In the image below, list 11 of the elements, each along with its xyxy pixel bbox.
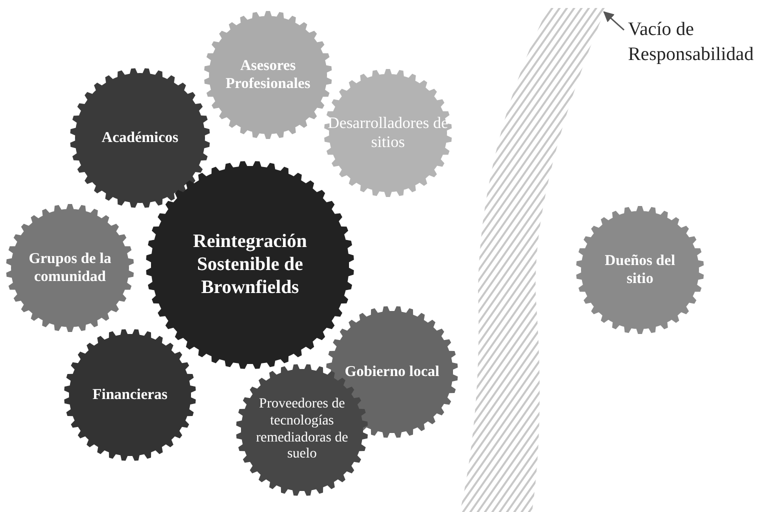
gear-label: Proveedores de tecnologías remediadoras de suelo [254,396,350,464]
gear-label: Desarrolladores de sitios [326,114,450,152]
gear-label: Asesores Profesionales [224,57,312,93]
gear-label: Reintegración Sostenible de Brownfields [192,230,308,300]
gear-label: Gobierno local [344,363,440,381]
arrow [603,11,624,31]
gear-label: Grupos de la comunidad [28,250,112,286]
gear-label: Financieras [92,386,168,404]
annotation-text: Vacío de Responsabilidad [628,18,755,67]
gear-label: Dueños del sitio [604,252,676,288]
gear-label: Académicos [100,129,180,147]
